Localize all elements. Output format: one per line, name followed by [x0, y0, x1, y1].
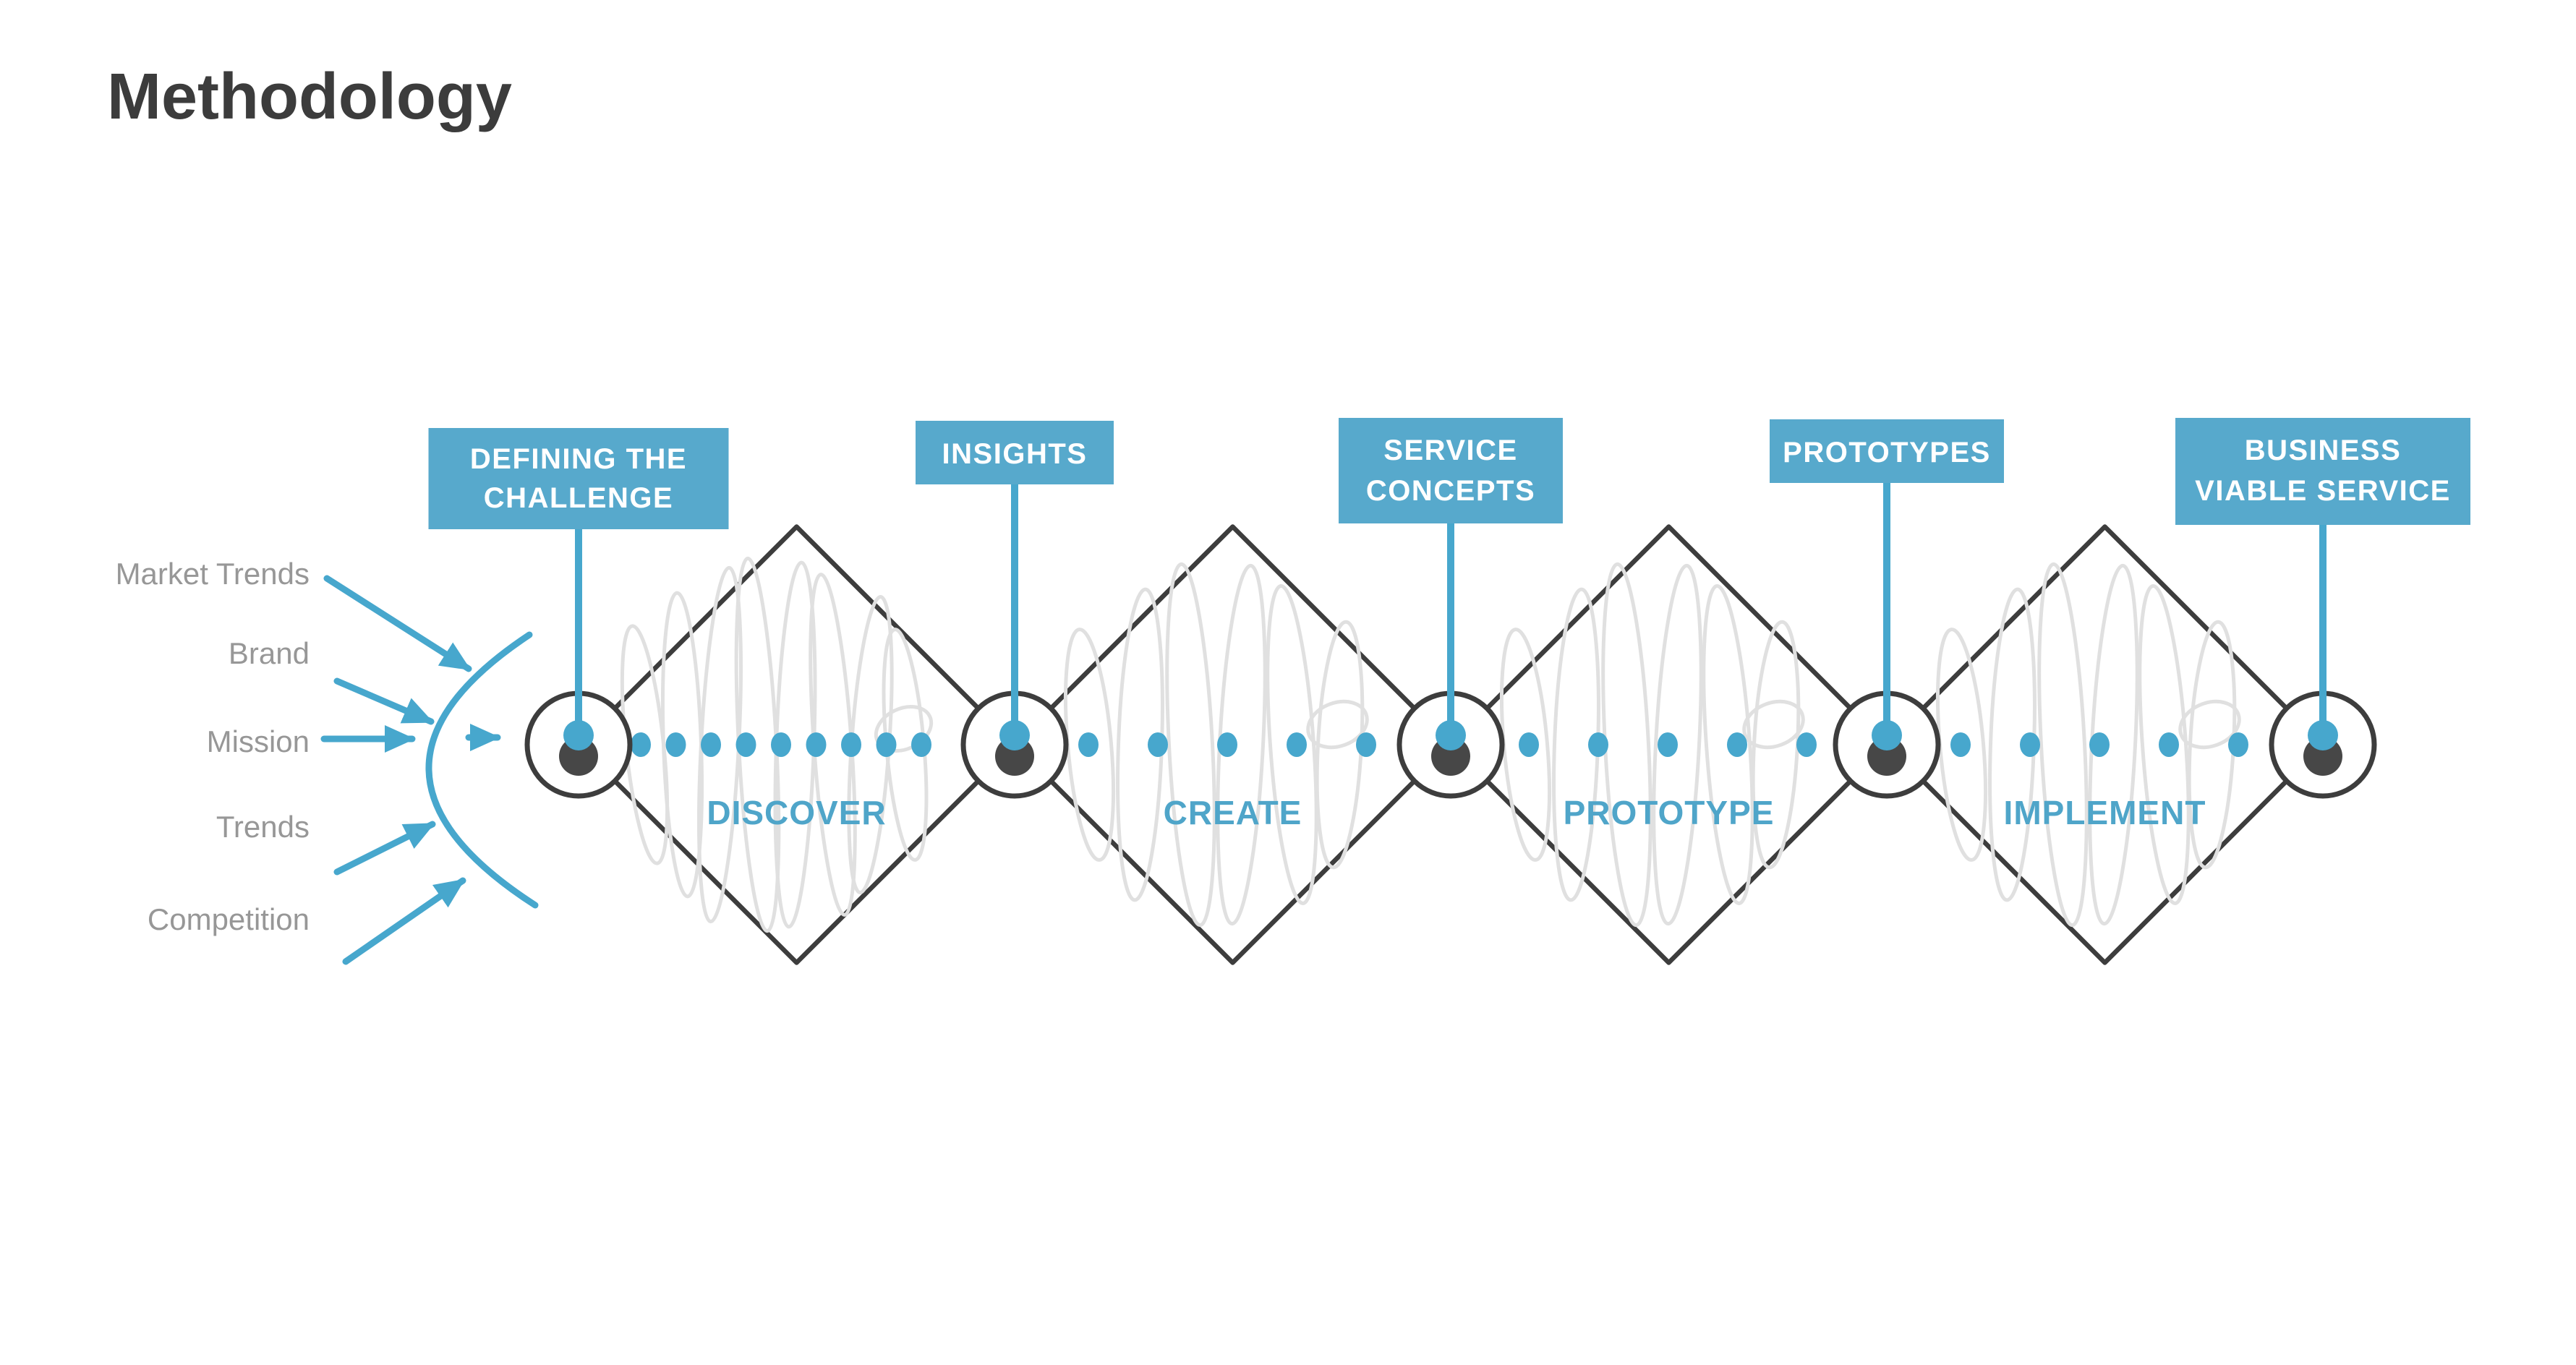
input-label-market-trends: Market Trends — [116, 557, 310, 591]
badge-insights-line1: INSIGHTS — [942, 438, 1088, 470]
badge-defining-the-challenge-line2: CHALLENGE — [484, 482, 673, 514]
page-title: Methodology — [107, 61, 512, 133]
badge-insights: INSIGHTS — [916, 421, 1114, 484]
arrow-trends — [333, 821, 436, 876]
input-labels: Market Trends Brand Mission Trends Compe… — [116, 557, 310, 936]
milestone-nodes — [524, 690, 2377, 799]
badge-defining-the-challenge: DEFINING THE CHALLENGE — [428, 428, 729, 529]
input-label-brand: Brand — [229, 636, 310, 670]
input-label-trends: Trends — [216, 810, 310, 844]
badge-defining-the-challenge-line1: DEFINING THE — [470, 443, 687, 475]
input-label-mission: Mission — [207, 724, 310, 758]
phase-label-implement: IMPLEMENT — [2004, 794, 2206, 831]
input-arrows — [320, 575, 539, 965]
arrow-competition — [342, 877, 466, 965]
badge-service-concepts: SERVICE CONCEPTS — [1339, 418, 1563, 523]
phase-label-discover: DISCOVER — [707, 794, 886, 831]
badge-service-concepts-line2: CONCEPTS — [1366, 475, 1535, 507]
badge-prototypes: PROTOTYPES — [1770, 419, 2004, 483]
badge-business-viable-service: BUSINESS VIABLE SERVICE — [2175, 418, 2470, 525]
input-label-competition: Competition — [148, 902, 310, 936]
gathering-arc — [425, 631, 539, 909]
arrow-brand — [333, 677, 435, 725]
dotted-progress-line — [631, 732, 2248, 757]
phase-label-create: CREATE — [1164, 794, 1302, 831]
phase-labels: DISCOVER CREATE PROTOTYPE IMPLEMENT — [707, 794, 2206, 831]
node-dots — [559, 720, 2342, 776]
milestone-badges: DEFINING THE CHALLENGE INSIGHTS SERVICE … — [428, 418, 2470, 529]
arrow-market-trends — [323, 575, 472, 672]
badge-service-concepts-line1: SERVICE — [1383, 435, 1517, 466]
badge-business-viable-service-line1: BUSINESS — [2245, 435, 2402, 466]
badge-business-viable-service-line2: VIABLE SERVICE — [2195, 475, 2451, 507]
badge-connectors — [575, 479, 2326, 739]
badge-prototypes-line1: PROTOTYPES — [1783, 437, 1991, 468]
phase-label-prototype: PROTOTYPE — [1564, 794, 1775, 831]
